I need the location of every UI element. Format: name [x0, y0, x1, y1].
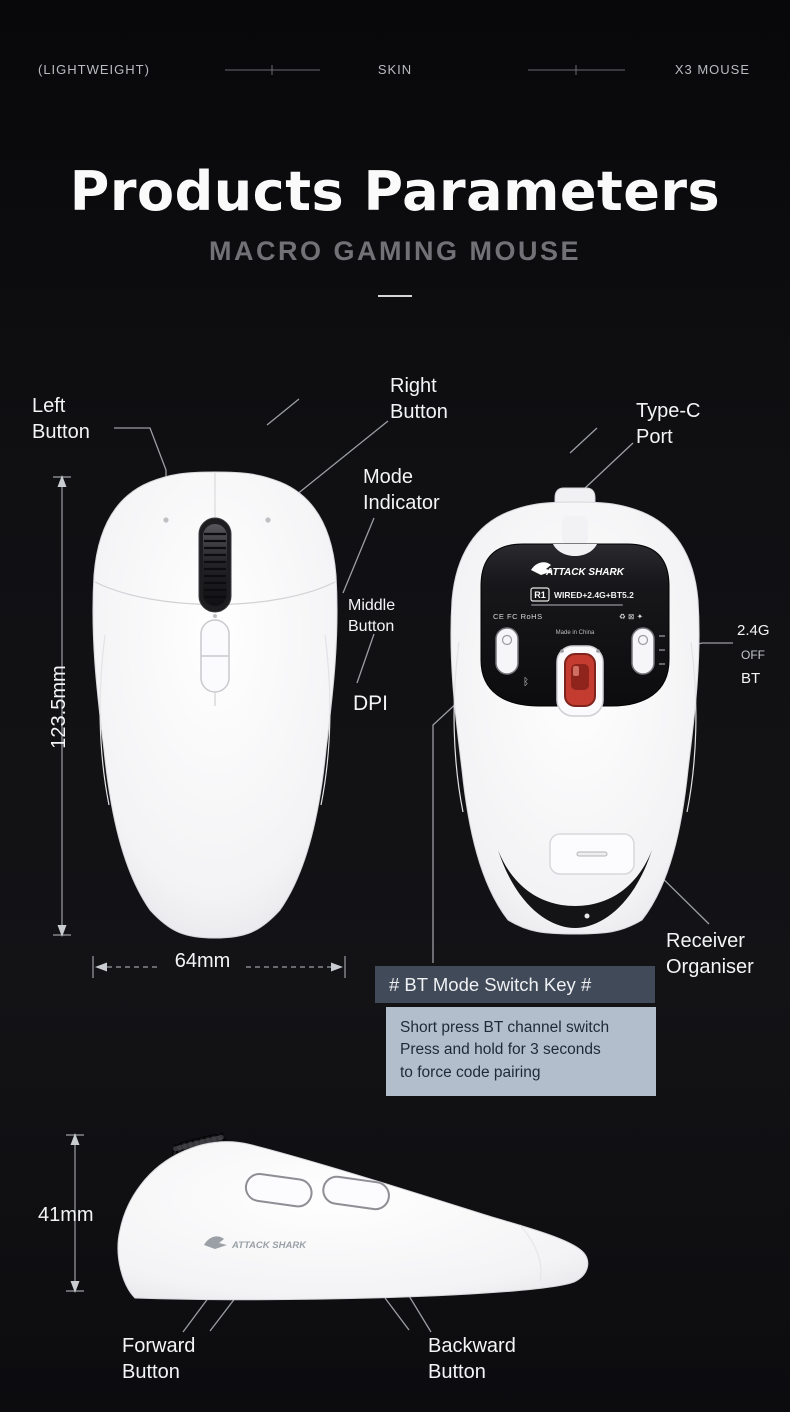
label-receiver-organiser: Receiver Organiser — [666, 930, 754, 978]
dimension-height: 41mm — [38, 1204, 94, 1226]
header-tag-skin: SKIN — [377, 62, 413, 77]
label-forward-button: Forward Button — [122, 1335, 196, 1383]
mouse-side-body — [117, 1141, 589, 1301]
base-plate — [480, 543, 670, 707]
model-badge-text: R1 — [534, 590, 546, 600]
shark-logo-icon — [204, 1236, 227, 1249]
switch-position-marks — [659, 635, 665, 665]
side-buttons-group — [244, 1172, 390, 1211]
cert-icons-left: CE FC RoHS — [493, 612, 543, 621]
mouse-bottom-view: ATTACK SHARK R1 WIRED+2.4G+BT5.2 CE FC R… — [450, 487, 700, 935]
right-grip-line — [686, 641, 697, 813]
label-mode-indicator: Mode Indicator — [363, 466, 440, 514]
mouse-side-view: ATTACK SHARK — [117, 1132, 589, 1301]
label-switch-bt: BT — [741, 670, 761, 687]
side-brand-text: ATTACK SHARK — [231, 1240, 307, 1251]
bt-mode-switch-dot — [501, 634, 513, 646]
mode-slider-dot — [637, 634, 649, 646]
left-grip-line — [99, 634, 110, 806]
mode-indicator-led — [213, 614, 217, 618]
type-c-recess — [562, 516, 588, 544]
page-subtitle: MACRO GAMING MOUSE — [209, 236, 581, 266]
wheel-ridges — [204, 532, 226, 599]
page-title: Products Parameters — [69, 160, 721, 223]
front-seam — [519, 1224, 542, 1282]
label-type-c-port: Type-C Port — [636, 400, 701, 448]
mode-indicator-line — [342, 517, 375, 594]
header-tag-lightweight: (LIGHTWEIGHT) — [38, 62, 150, 77]
type-c-accent-line — [569, 427, 598, 454]
bluetooth-icon: ᛒ — [523, 677, 529, 688]
dimension-width: 64mm — [174, 950, 231, 972]
base-brand-text: ATTACK SHARK — [545, 567, 625, 578]
label-right-button: Right Button — [390, 375, 448, 423]
label-switch-2-4g: 2.4G — [737, 622, 770, 639]
micro-text-line — [531, 604, 623, 606]
cert-icons-right: ♻ ⊠ ✦ — [619, 612, 643, 621]
right-button-marker — [265, 517, 271, 523]
label-dpi: DPI — [353, 692, 389, 715]
sensor-screw-right — [596, 649, 600, 653]
mode-slider-switch — [631, 627, 655, 675]
label-backward-button: Backward Button — [428, 1335, 516, 1383]
dimension-length: 123.5mm — [48, 665, 70, 749]
shark-logo-icon — [531, 562, 553, 575]
label-left-button: Left Button — [32, 395, 90, 443]
foot-dot — [584, 913, 590, 919]
model-badge — [530, 587, 550, 602]
right-grip-line — [320, 634, 331, 806]
mouse-top-view — [92, 471, 338, 939]
connectivity-text: WIRED+2.4G+BT5.2 — [554, 590, 634, 600]
sensor-screw-left — [560, 649, 564, 653]
glide-foot — [498, 850, 652, 928]
base-plate-notch — [553, 544, 597, 556]
made-in-text: Made in China — [556, 630, 595, 636]
title-divider — [378, 295, 412, 297]
header-tag-x3mouse: X3 MOUSE — [674, 62, 750, 77]
sensor-glint — [573, 666, 579, 676]
receiver-dongle — [576, 851, 608, 857]
forward-side-button — [244, 1172, 313, 1208]
scroll-wheel — [203, 524, 227, 606]
left-grip-line — [453, 641, 464, 813]
bt-mode-switch-key — [495, 627, 519, 675]
right-button-accent-line — [266, 398, 300, 426]
bt-note-body: Short press BT channel switch Press and … — [386, 1007, 656, 1097]
label-switch-off: OFF — [741, 648, 765, 662]
middle-button-line — [356, 633, 375, 684]
backward-side-button — [322, 1175, 390, 1211]
bt-note-title: # BT Mode Switch Key # — [375, 966, 655, 1003]
left-button-marker — [163, 517, 169, 523]
label-middle-button: Middle Button — [348, 597, 396, 635]
